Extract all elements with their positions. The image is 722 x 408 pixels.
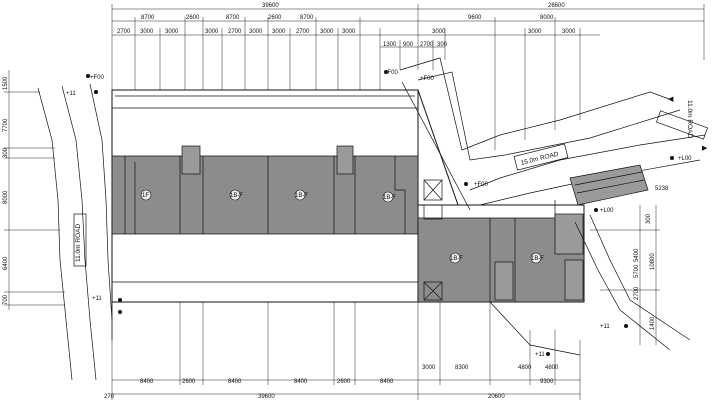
bottom-left-small: 270 (104, 394, 115, 400)
top-row3-4: 300 (437, 42, 448, 48)
unit-6: 1B-F (531, 256, 544, 262)
level-markers: +11 +11 +F00 +F00 +F00 +F00 +L00 +L00 +1… (66, 70, 692, 358)
right-dim-2: 5400 (634, 248, 640, 262)
top-row3-2: 900 (403, 42, 414, 48)
right-dim-5: 1400 (650, 316, 656, 330)
level-right-mid: +L00 (600, 208, 614, 214)
left-dim-2: 7700 (3, 118, 9, 132)
right-dimension-lines: 300 5400 10800 2700 1400 5700 (574, 205, 691, 351)
left-dim-5: 6400 (3, 256, 9, 270)
bottom-row1-9: 4800 (518, 365, 532, 371)
level-mid-mark: +F00 (420, 76, 435, 82)
top-dimension-lines (111, 4, 705, 150)
left-road-label: 11.0m ROAD (75, 224, 82, 262)
level-top-left-mark: +F00 (90, 75, 105, 81)
top-row1-2: 2600 (186, 15, 200, 21)
bottom-row1-1: 8400 (140, 379, 154, 385)
bottom-row1-4: 8400 (294, 379, 308, 385)
bottom-row1-7: 3000 (422, 365, 436, 371)
level-left-top: +11 (66, 91, 76, 97)
top-dimension-texts: 39600 26600 8700 2600 8700 2600 8700 960… (117, 3, 576, 48)
top-row1-3: 8700 (226, 15, 240, 21)
left-dimension-lines: 1500 7700 300 8000 6400 700 (3, 70, 65, 310)
top-row2-1: 2700 (117, 29, 131, 35)
right-dim-1: 300 (646, 213, 652, 224)
right-dim-3: 10800 (650, 253, 656, 270)
top-overall-left: 39600 (262, 3, 279, 9)
unit-3: 1B-F (295, 193, 308, 199)
top-row2-10: 3000 (342, 29, 356, 35)
level-bottom-right: +11 (535, 352, 545, 358)
level-far-right: +L00 (678, 156, 692, 162)
unit-2: 1B-F (230, 193, 243, 199)
bottom-row1-5: 2600 (337, 379, 351, 385)
level-top-center: +F00 (384, 70, 399, 76)
bottom-row1-10: 4800 (545, 365, 559, 371)
unit-5: 1B-F (450, 256, 463, 262)
bottom-row1-2: 2600 (182, 379, 196, 385)
level-lower-right: +11 (600, 324, 610, 330)
top-right-road-arrow: ◀ (668, 96, 674, 103)
level-mid-right: +F00 (474, 182, 489, 188)
bottom-row1-3: 8400 (228, 379, 242, 385)
unit-1: 1F (142, 193, 149, 199)
unit-4: 1B-F (383, 195, 396, 201)
top-overall-right: 26600 (548, 3, 565, 9)
top-row2-3: 3000 (165, 29, 179, 35)
top-row3-3: 2700 (420, 42, 434, 48)
top-right-road-label: 11.0m ROAD (686, 100, 693, 138)
top-row1-7: 8000 (540, 15, 554, 21)
top-row2-8: 2700 (296, 29, 310, 35)
middle-road-label-box (513, 143, 569, 171)
diagonal-roads: 15.0m ROAD 11.0m ROAD ◀ ▶ (399, 57, 708, 206)
left-dim-3: 300 (3, 147, 9, 158)
ramp-dimension: 5238 (655, 186, 669, 192)
top-right-road-label-box (656, 110, 708, 140)
top-row2-11: 3000 (432, 29, 446, 35)
top-right-road-arrow-2: ▶ (702, 145, 708, 152)
bottom-overall-right: 20600 (488, 394, 505, 400)
bottom-overall-left: 39600 (258, 394, 275, 400)
bottom-row1-6: 8400 (380, 379, 394, 385)
left-dim-6: 700 (3, 294, 9, 305)
top-row1-5: 8700 (300, 15, 314, 21)
ramp: 5238 (569, 164, 669, 206)
top-row2-4: 3000 (205, 29, 219, 35)
bottom-dimension-lines: 8400 2600 8400 8400 2600 8400 3000 8300 … (104, 301, 581, 400)
top-row3-1: 1300 (383, 42, 397, 48)
top-row2-7: 3000 (272, 29, 286, 35)
top-row1-1: 8700 (141, 15, 155, 21)
top-row2-2: 3000 (140, 29, 154, 35)
right-dim-4: 2700 (634, 286, 640, 300)
top-row2-6: 3000 (249, 29, 263, 35)
top-row2-9: 3000 (320, 29, 334, 35)
right-dim-6: 5700 (634, 264, 640, 278)
left-dim-1: 1500 (3, 76, 9, 90)
left-dim-4: 8000 (3, 190, 9, 204)
top-row2-13: 3000 (562, 29, 576, 35)
top-row1-4: 2600 (268, 15, 282, 21)
shaded-areas (111, 145, 585, 303)
top-row1-6: 9600 (468, 15, 482, 21)
level-left-bottom: +11 (92, 296, 102, 302)
unit-labels: 1F 1B-F 1B-F 1B-F 1B-F 1B-F (140, 189, 544, 264)
left-road: 11.0m ROAD (37, 83, 113, 381)
top-row2-5: 2700 (228, 29, 242, 35)
bottom-row1-8: 8300 (455, 365, 469, 371)
left-road-label-box (73, 213, 87, 267)
bottom-right-small: 9300 (540, 379, 554, 385)
top-row2-12: 3000 (528, 29, 542, 35)
